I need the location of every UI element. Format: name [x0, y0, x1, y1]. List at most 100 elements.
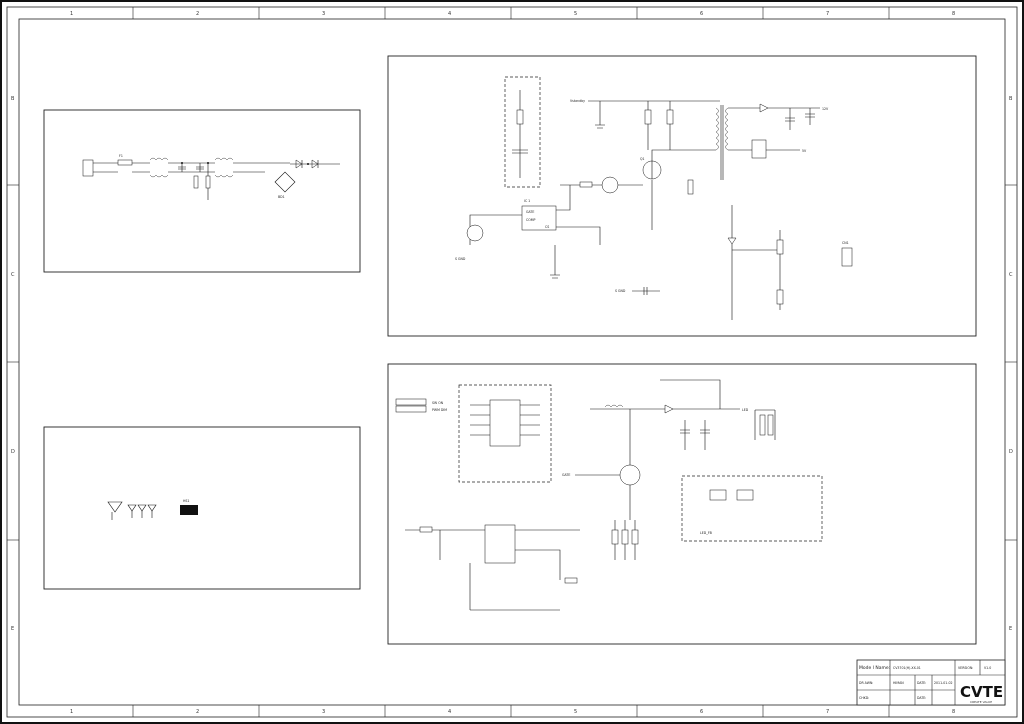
- title-block-frame: [856, 659, 1006, 706]
- gate-resistor: [579, 181, 593, 188]
- led-string-resistors-2: [767, 414, 774, 436]
- bleed-resistor-2: [205, 175, 211, 189]
- drawn-value: HIMAN: [893, 681, 904, 685]
- boost-controller-ic: [489, 399, 521, 447]
- zone-top-3: 3: [322, 11, 325, 17]
- choke-wires: [132, 162, 150, 173]
- zone-bottom-5: 5: [574, 709, 577, 715]
- zone-top-6: 6: [700, 11, 703, 17]
- model-label: Mode l Name:: [859, 665, 890, 671]
- input-resistor: [419, 526, 433, 533]
- y-cap: [632, 287, 660, 295]
- fb-resistor-2: [776, 289, 784, 305]
- con-label: CN1: [842, 241, 849, 245]
- zone-top-8: 8: [952, 11, 955, 17]
- title-block: Mode l Name: CV3701(H)-XX-01 VERSION: V1…: [856, 659, 1006, 706]
- zone-labels-top: 1 2 3 4 5 6 7 8: [70, 11, 955, 17]
- led-fb-label: LED_FB: [700, 531, 712, 535]
- boost-ic-pins: [470, 404, 540, 436]
- output-rail: [290, 160, 340, 168]
- clamp-legs: [647, 101, 671, 150]
- output-caps: [680, 429, 710, 434]
- pwm-dim-flag: [395, 405, 427, 413]
- hardware-panel: HS1: [43, 426, 361, 590]
- zone-left-c: C: [11, 272, 15, 278]
- company-logo: CVTE: [960, 683, 1003, 701]
- zone-right-b: B: [1009, 96, 1013, 102]
- junction-dot: [181, 162, 183, 164]
- output-connector: [841, 247, 853, 267]
- transformer-core: [720, 105, 724, 180]
- led-driver-panel-frame: [387, 363, 977, 645]
- clamp-resistor: [644, 109, 652, 125]
- zone-bottom-4: 4: [448, 709, 451, 715]
- s-gnd-label-2: S GND: [615, 289, 626, 293]
- zone-top-7: 7: [826, 11, 829, 17]
- boost-diode: [664, 404, 674, 414]
- zone-bottom-1: 1: [70, 709, 73, 715]
- sw-on-label: SW ON: [432, 401, 444, 405]
- ic-pin-comp: COMP: [526, 218, 535, 222]
- zone-right-e: E: [1009, 626, 1012, 632]
- check-date-label: DATE:: [917, 696, 926, 700]
- junction-dot: [207, 162, 209, 164]
- ic-pin-cs: CS: [545, 225, 549, 229]
- pwm-dim-label: PWM DIM: [432, 408, 447, 412]
- zone-bottom-6: 6: [700, 709, 703, 715]
- hardware-panel-frame: [43, 426, 361, 590]
- vstandby-cap: [595, 124, 605, 129]
- rail-12v: [768, 107, 820, 130]
- vstandby-rail: [588, 100, 720, 125]
- bridge-wires: [233, 162, 290, 173]
- transformer-primary: [715, 107, 719, 151]
- led-string-wires: [754, 409, 776, 440]
- sense-bank-r1: [611, 529, 619, 545]
- zone-right-c: C: [1009, 272, 1013, 278]
- check-label: CHKD:: [859, 696, 869, 700]
- sense-bank-r2: [621, 529, 629, 545]
- led-driver-panel: SW ON PWM DIM LED GATE LED_FB: [387, 363, 977, 645]
- drawn-label: DR AWN:: [859, 681, 873, 685]
- ac-input-panel: F1 BD1: [43, 109, 361, 273]
- model-value: CV3701(H)-XX-01: [893, 666, 921, 670]
- led-string-resistors: [759, 414, 766, 436]
- boost-mosfet: [619, 464, 641, 486]
- bleed-resistor-1: [193, 175, 199, 189]
- standoff-symbols: [127, 504, 157, 512]
- snubber-dashed-box: [504, 76, 541, 188]
- clamp-resistor-2: [666, 109, 674, 125]
- zone-left-e: E: [11, 626, 14, 632]
- fuse-label: F1: [119, 154, 123, 158]
- snubber-resistor: [516, 109, 524, 125]
- regulator-block: [751, 139, 767, 159]
- led-connector-2: [736, 489, 754, 501]
- led-connector-dashed-box: [681, 475, 823, 542]
- mosfet-label: Q1: [640, 157, 645, 161]
- heatsink-label: HS1: [183, 499, 189, 503]
- boost-inductor: [604, 404, 624, 408]
- zone-top-2: 2: [196, 11, 199, 17]
- rail-12v-caps: [785, 113, 815, 122]
- sense-resistor: [687, 179, 694, 195]
- out-12v-label: 12V: [822, 107, 829, 111]
- current-controller-ic: [484, 524, 516, 564]
- ac-connector: [82, 159, 94, 177]
- zone-bottom-7: 7: [826, 709, 829, 715]
- zone-labels-left: B C D E: [11, 96, 15, 632]
- zone-dividers: [7, 7, 1017, 717]
- zone-labels-right: B C D E: [1009, 96, 1013, 632]
- choke-coil: [149, 157, 169, 178]
- zone-bottom-8: 8: [952, 709, 955, 715]
- version-label: VERSION:: [958, 666, 973, 670]
- transistor-q2: [601, 176, 619, 194]
- bridge-label: BD1: [278, 195, 285, 199]
- pwm-controller-ic: [521, 205, 557, 231]
- sw-on-flag: [395, 398, 427, 406]
- zone-labels-bottom: 1 2 3 4 5 6 7 8: [70, 709, 955, 715]
- s-gnd-label: S GND: [455, 257, 466, 261]
- zone-top-1: 1: [70, 11, 73, 17]
- fuse-symbol: [117, 159, 133, 166]
- current-control-wires: [405, 529, 580, 611]
